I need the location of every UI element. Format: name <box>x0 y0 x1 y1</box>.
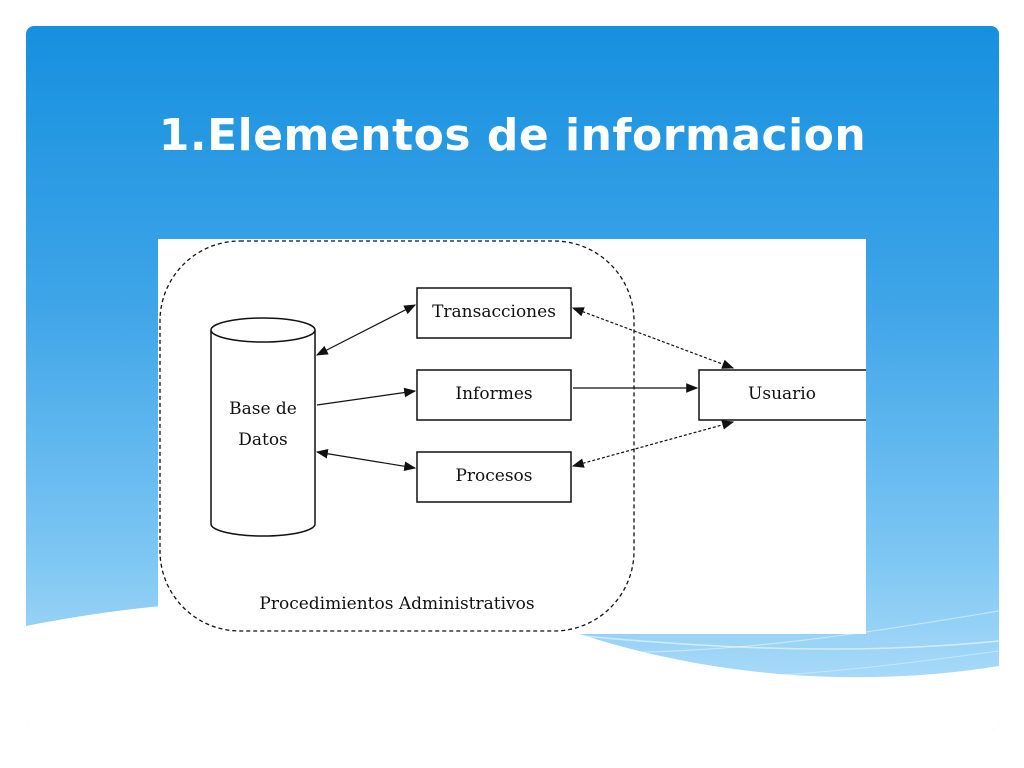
informes-label: Informes <box>455 384 532 404</box>
db-informes-arrow <box>316 387 417 406</box>
informes-box <box>416 369 572 421</box>
database-label-line1: Base de <box>229 399 297 419</box>
procesos-box <box>416 451 572 503</box>
transacciones-label: Transacciones <box>432 302 556 322</box>
procesos-usuario-arrow <box>571 420 735 468</box>
boundary-label: Procedimientos Administrativos <box>259 594 534 614</box>
usuario-label: Usuario <box>748 384 816 404</box>
slide-title: 1.Elementos de informacion <box>158 110 867 161</box>
transacciones-usuario-arrow <box>571 307 735 369</box>
transacciones-box <box>416 287 572 339</box>
db-procesos-arrow <box>315 449 417 471</box>
db-transacciones-arrow <box>315 304 417 356</box>
database-cylinder <box>210 317 316 537</box>
database-label-line2: Datos <box>238 430 288 450</box>
information-elements-diagram: Base de Datos Transacciones Informes Pro… <box>158 239 867 634</box>
usuario-box <box>698 369 867 421</box>
procesos-label: Procesos <box>455 466 532 486</box>
